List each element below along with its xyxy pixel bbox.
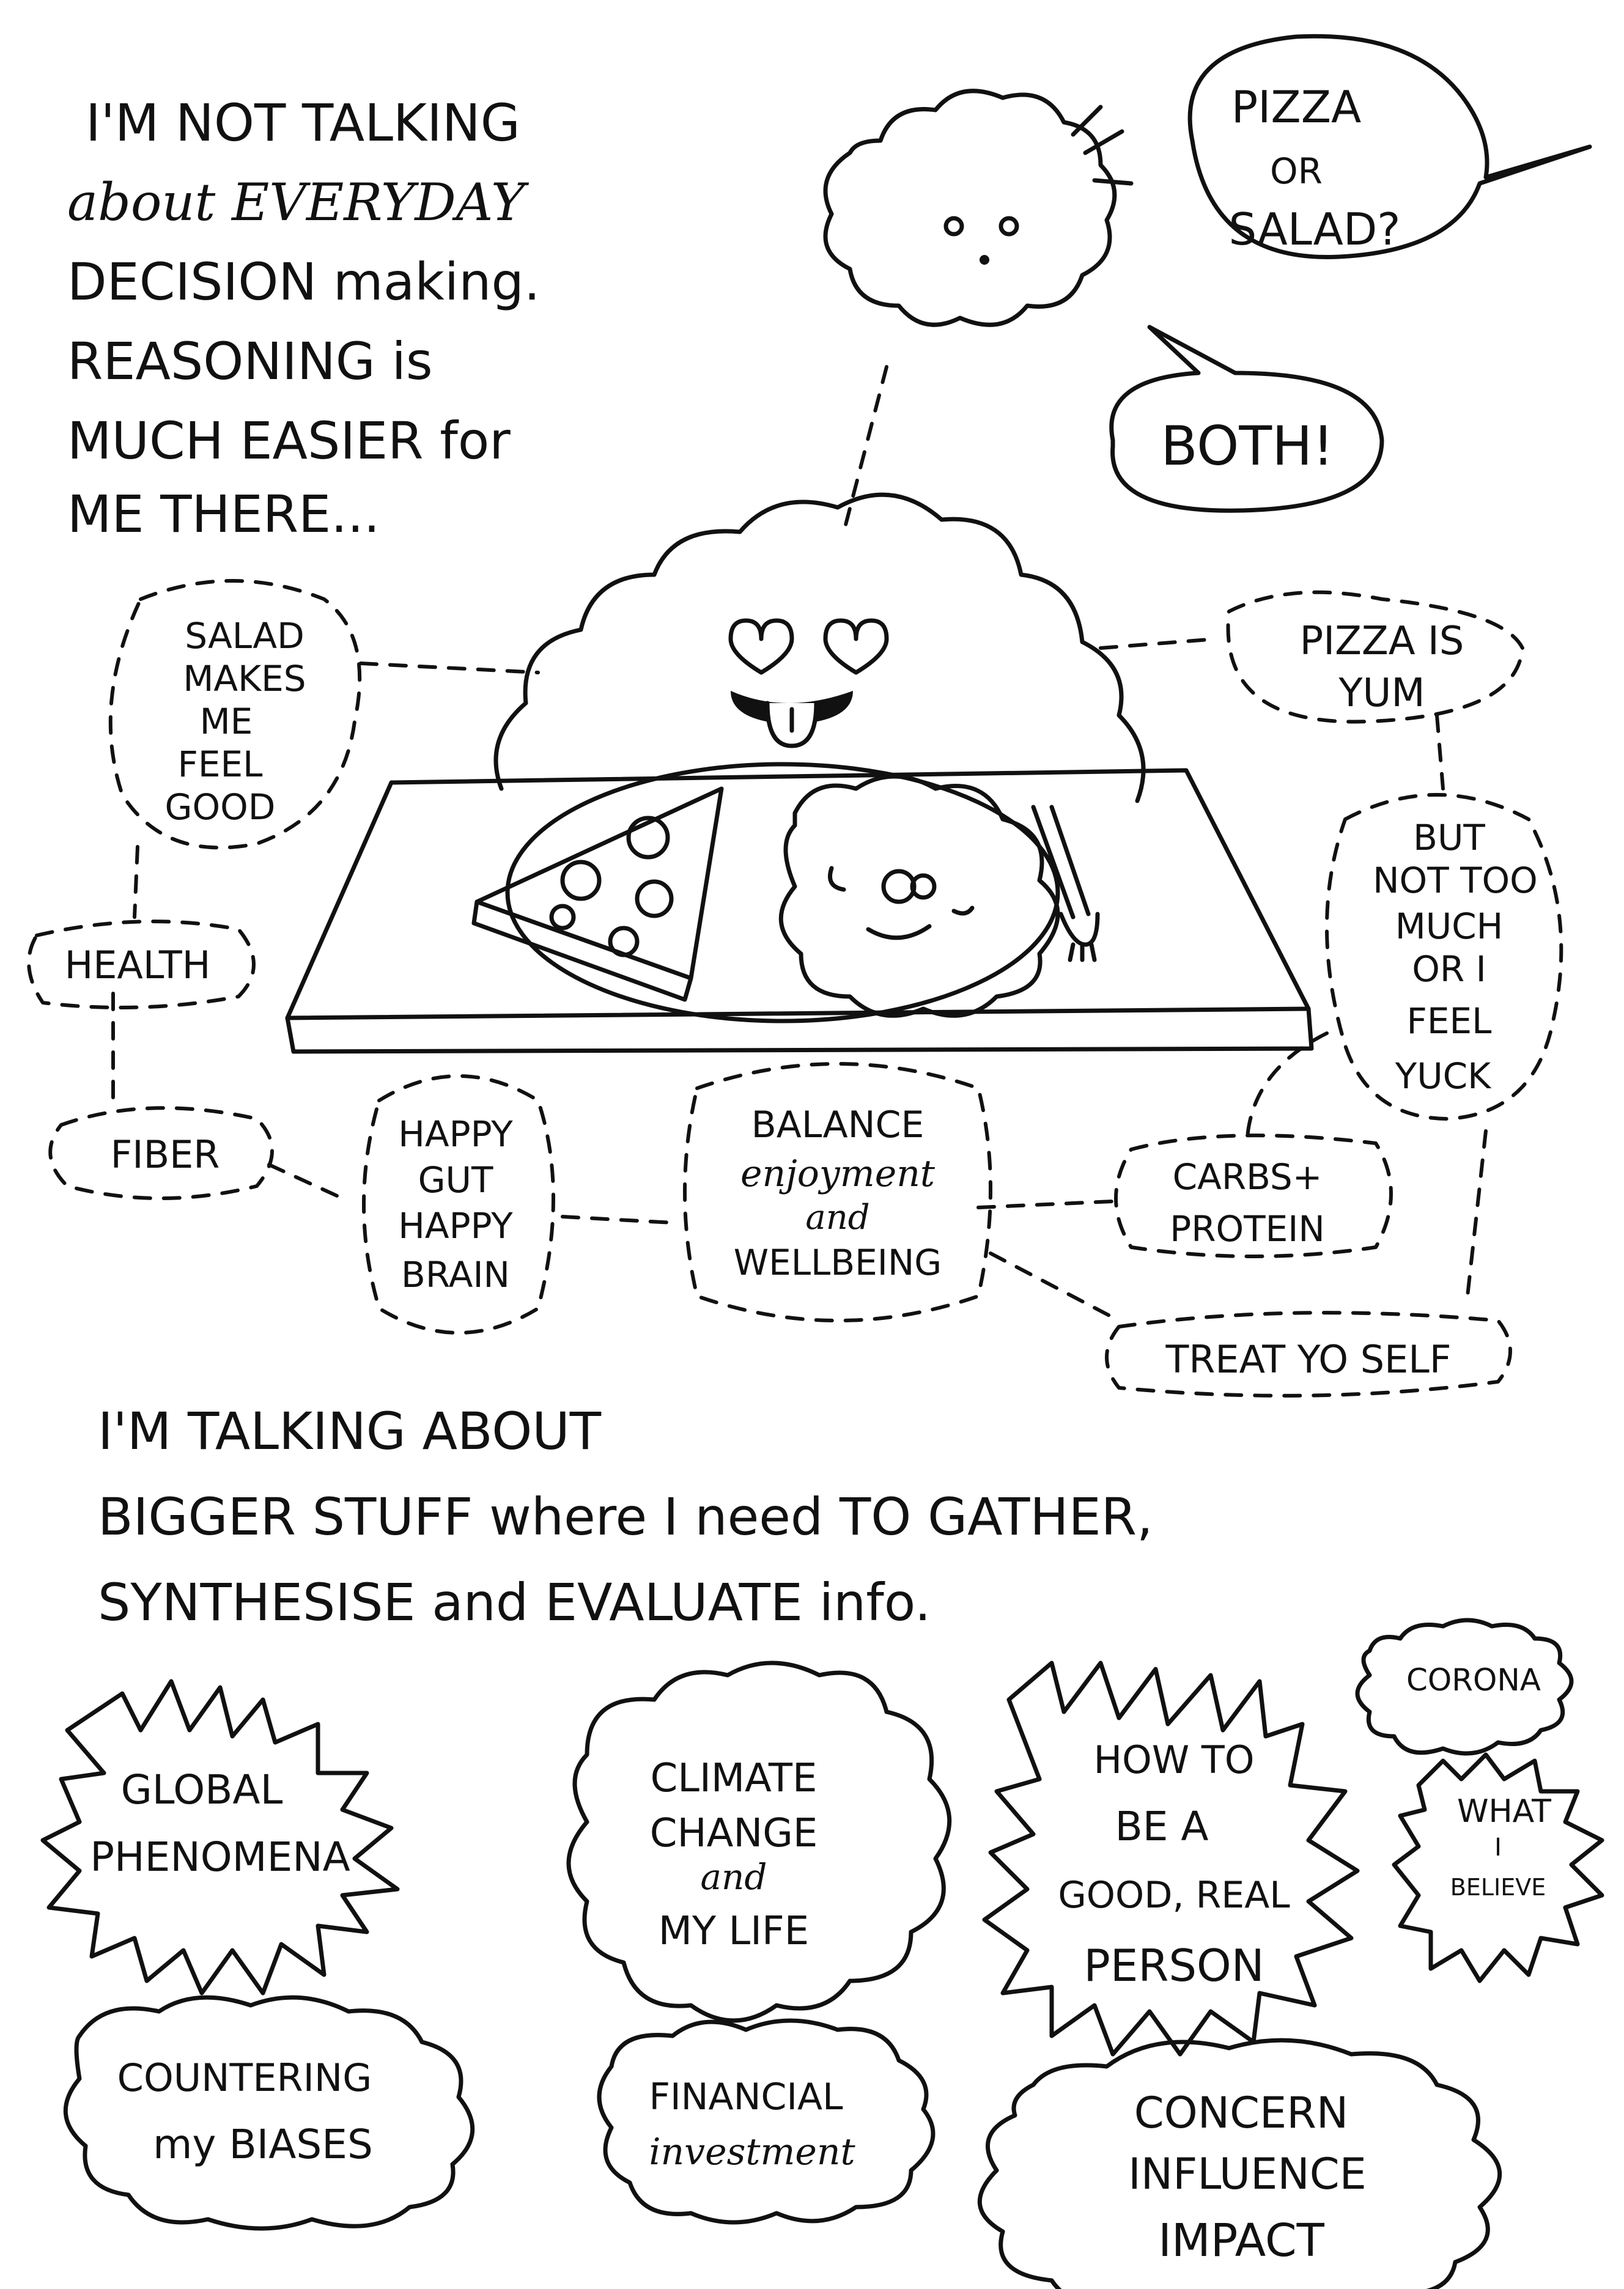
salad-line-4: FEEL: [178, 743, 263, 785]
climate-line-2: CHANGE: [650, 1811, 818, 1856]
worried-cloud-icon: [823, 89, 1134, 534]
topic-good-person: HOW TO BE A GOOD, REAL PERSON: [982, 1661, 1360, 2057]
outro-line-3: SYNTHESISE and EVALUATE info.: [98, 1572, 931, 1632]
person-line-4: PERSON: [1083, 1940, 1264, 1991]
outro-text: I'M TALKING ABOUT BIGGER STUFF where I n…: [98, 1401, 1153, 1632]
node-fiber: FIBER: [48, 1106, 274, 1200]
corona-label: CORONA: [1406, 1662, 1541, 1698]
intro-line-6: ME THERE...: [67, 484, 380, 544]
fiber-label: FIBER: [111, 1132, 220, 1177]
node-balance: BALANCE enjoyment and WELLBEING: [683, 1062, 992, 1322]
yuck-line-6: YUCK: [1395, 1055, 1492, 1097]
pizza-and-salad-plate-icon: [471, 762, 1060, 1023]
topic-concern-influence-impact: CONCERN INFLUENCE IMPACT: [978, 2038, 1502, 2289]
salad-line-5: GOOD: [165, 786, 276, 828]
climate-line-3: and: [700, 1856, 767, 1898]
believe-line-3: BELIEVE: [1450, 1874, 1546, 1901]
person-line-3: GOOD, REAL: [1058, 1874, 1290, 1917]
happy-cloud-icon: [493, 492, 1146, 803]
yuck-line-2: NOT TOO: [1373, 860, 1538, 901]
pizza-yum-line-1: PIZZA IS: [1300, 619, 1464, 664]
intro-line-3: DECISION making.: [67, 252, 540, 312]
intro-line-2: about EVERYDAY: [67, 172, 530, 232]
intro-text: I'M NOT TALKING about EVERYDAY DECISION …: [67, 93, 540, 544]
balance-line-2: enjoyment: [740, 1152, 936, 1195]
salad-line-2: MAKES: [183, 658, 306, 699]
gut-line-3: HAPPY: [398, 1205, 513, 1247]
speech-bubble-answer: BOTH!: [1109, 325, 1384, 513]
biases-line-2: my BIASES: [153, 2121, 373, 2168]
yuck-line-5: FEEL: [1407, 1000, 1492, 1042]
intro-line-5: MUCH EASIER for: [67, 411, 511, 471]
concern-line-2: INFLUENCE: [1128, 2149, 1367, 2199]
topic-global-phenomena: GLOBAL PHENOMENA: [40, 1679, 400, 1996]
concern-line-1: CONCERN: [1134, 2088, 1348, 2138]
mindmap-connectors: [111, 637, 1488, 1322]
node-happy-gut: HAPPY GUT HAPPY BRAIN: [362, 1074, 555, 1335]
question-salad: SALAD?: [1229, 204, 1401, 255]
yuck-line-3: MUCH: [1395, 905, 1504, 947]
gut-line-1: HAPPY: [398, 1113, 513, 1155]
treat-label: TREAT YO SELF: [1165, 1337, 1451, 1382]
node-pizza-yum: PIZZA IS YUM: [1226, 590, 1524, 724]
concern-line-3: IMPACT: [1158, 2214, 1325, 2267]
intro-line-1: I'M NOT TALKING: [86, 93, 520, 153]
believe-line-1: WHAT: [1457, 1793, 1551, 1830]
question-or: OR: [1270, 150, 1323, 192]
balance-line-1: BALANCE: [751, 1104, 925, 1146]
global-line-1: GLOBAL: [121, 1766, 283, 1813]
biases-line-1: COUNTERING: [117, 2055, 372, 2100]
yuck-line-4: OR I: [1412, 948, 1486, 990]
financial-line-2: investment: [649, 2131, 855, 2173]
outro-line-2: BIGGER STUFF where I need TO GATHER,: [98, 1487, 1153, 1547]
gut-line-4: BRAIN: [401, 1254, 510, 1296]
fork-icon: [1031, 805, 1100, 962]
pizza-yum-line-2: YUM: [1338, 671, 1425, 716]
climate-line-1: CLIMATE: [651, 1756, 818, 1801]
table: [285, 768, 1314, 1054]
gut-line-2: GUT: [418, 1159, 493, 1201]
global-line-2: PHENOMENA: [90, 1834, 350, 1881]
topic-financial-investment: FINANCIAL investment: [597, 2018, 936, 2225]
climate-line-4: MY LIFE: [659, 1909, 809, 1954]
node-treat-yo-self: TREAT YO SELF: [1105, 1311, 1512, 1398]
node-carbs-protein: CARBS+ PROTEIN: [1114, 1133, 1393, 1258]
carbs-line-1: CARBS+: [1173, 1156, 1323, 1198]
believe-line-2: I: [1494, 1834, 1502, 1862]
speech-bubble-question: PIZZA OR SALAD?: [1187, 34, 1592, 259]
topic-corona: CORONA: [1355, 1618, 1574, 1756]
salad-line-1: SALAD: [185, 615, 304, 657]
balance-line-3: and: [805, 1198, 869, 1237]
carbs-line-2: PROTEIN: [1170, 1208, 1325, 1250]
yuck-line-1: BUT: [1413, 817, 1485, 858]
person-line-1: HOW TO: [1093, 1738, 1254, 1782]
topic-countering-biases: COUNTERING my BIASES: [63, 1995, 475, 2231]
person-line-2: BE A: [1115, 1803, 1208, 1850]
node-health: HEALTH: [27, 920, 256, 1009]
health-label: HEALTH: [65, 943, 211, 987]
node-but-not-too-much: BUT NOT TOO MUCH OR I FEEL YUCK: [1325, 793, 1563, 1121]
answer-both: BOTH!: [1161, 415, 1334, 477]
topic-climate-change: CLIMATE CHANGE and MY LIFE: [566, 1661, 952, 2023]
topic-what-i-believe: WHAT I BELIEVE: [1392, 1752, 1604, 1983]
intro-line-4: REASONING is: [67, 331, 433, 391]
financial-line-1: FINANCIAL: [649, 2076, 843, 2118]
question-pizza: PIZZA: [1231, 81, 1362, 133]
outro-line-1: I'M TALKING ABOUT: [98, 1401, 602, 1461]
salad-line-3: ME: [200, 701, 253, 742]
balance-line-4: WELLBEING: [734, 1242, 942, 1283]
node-salad-feel-good: SALAD MAKES ME FEEL GOOD: [108, 579, 362, 850]
